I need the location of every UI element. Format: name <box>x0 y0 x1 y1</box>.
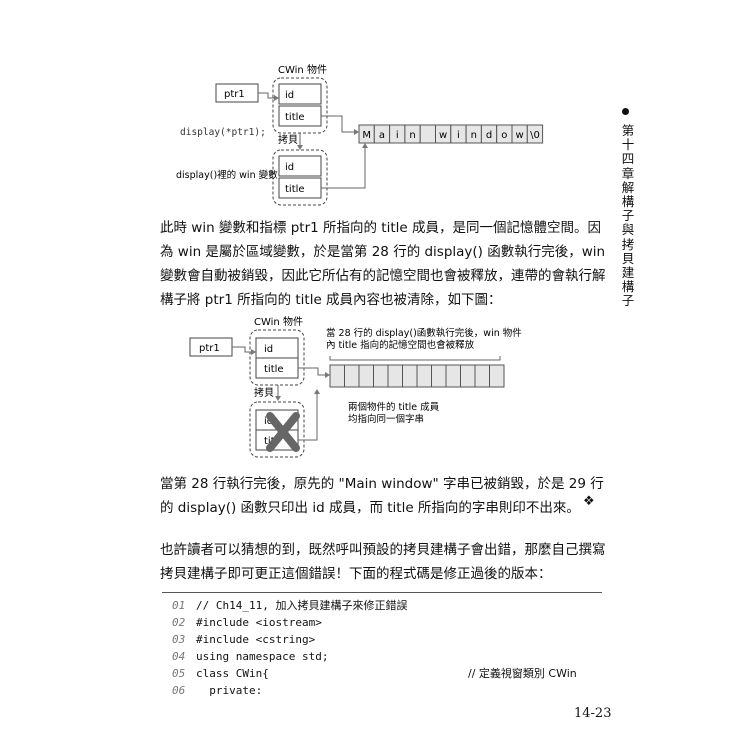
ptr-label: ptr1 <box>224 89 245 100</box>
code-text: #include <cstring> <box>196 633 316 646</box>
end-symbol: ❖ <box>583 494 595 509</box>
string-cell-char: w <box>516 130 524 141</box>
object2-caption: CWin 物件 <box>254 315 303 328</box>
win-id-label: id <box>285 162 294 173</box>
string-cell <box>489 364 505 388</box>
diagram-released-memory: CWin 物件 id title ptr1 當 28 行的 display()函… <box>189 315 522 458</box>
ptr2-label: ptr1 <box>199 343 220 354</box>
string-cell <box>344 364 360 388</box>
string-cell <box>373 364 389 388</box>
string-cell-char: o <box>501 130 507 141</box>
string-cell-char: n <box>471 130 477 141</box>
line-number: 04 <box>172 650 186 663</box>
code-text: using namespace std; <box>196 650 329 663</box>
string-cell <box>416 364 432 388</box>
win-title-arrow <box>362 143 368 148</box>
released-cells <box>329 364 505 388</box>
field-title-label: title <box>285 112 305 123</box>
copy-arrow <box>297 145 303 150</box>
copy2-caption: 拷貝 <box>254 386 274 399</box>
release-note-2: 內 title 指向的記憶空間也會被釋放 <box>326 339 475 351</box>
ptr-arrow <box>258 92 277 99</box>
string-cell <box>387 364 403 388</box>
copy2-id-label: id <box>264 416 273 427</box>
object-caption: CWin 物件 <box>278 63 327 76</box>
string-cell-char: i <box>457 130 460 141</box>
string-cell-char: d <box>486 130 492 141</box>
string-cell <box>358 364 374 388</box>
chapter-bullet <box>622 108 629 115</box>
string-cell-char: a <box>379 130 385 141</box>
string-cell <box>329 364 345 388</box>
page-number: 14-23 <box>574 706 612 721</box>
string-cell-char: \0 <box>530 130 540 141</box>
obj2-id-label: id <box>264 344 273 355</box>
win-caption: display()裡的 win 變數 <box>176 169 278 181</box>
paragraph-1: 此時 win 變數和指標 ptr1 所指向的 title 成員，是同一個記憶體空… <box>160 220 606 308</box>
obj2-title-label: title <box>264 364 284 375</box>
string-cell-char: i <box>396 130 399 141</box>
release-note-1: 當 28 行的 display()函數執行完後，win 物件 <box>326 327 522 339</box>
code-text: // Ch14_11, 加入拷貝建構子來修正錯誤 <box>196 599 408 612</box>
code-text: #include <iostream> <box>196 616 322 629</box>
code-text: class CWin{ <box>196 667 269 680</box>
code-listing: 01 // Ch14_11, 加入拷貝建構子來修正錯誤 02 #include <i… <box>162 592 602 699</box>
string-cell <box>474 364 490 388</box>
code-line: 06 private: <box>162 682 602 699</box>
line-number: 06 <box>172 684 186 697</box>
paragraph-2: 當第 28 行執行完後，原先的 "Main window" 字串已被銷毀，於是 … <box>160 476 604 516</box>
share-note-1: 兩個物件的 title 成員 <box>348 401 440 413</box>
string-cell <box>402 364 418 388</box>
code-line: 03 #include <cstring> <box>162 631 602 648</box>
string-cell <box>445 364 461 388</box>
destroyed-x-icon <box>266 412 300 452</box>
chapter-tab: 第十四章 解構子與拷貝建構子 <box>621 123 635 309</box>
diagram-shared-memory: CWin 物件 id title ptr1 display(*ptr1); 拷貝… <box>176 63 544 206</box>
win-outline <box>272 149 328 206</box>
line-number: 01 <box>172 599 186 612</box>
code-text: private: <box>196 684 263 697</box>
string-cell-char: n <box>409 130 415 141</box>
field-id-box <box>278 83 322 105</box>
line-number: 02 <box>172 616 186 629</box>
line-number: 03 <box>172 633 186 646</box>
share-note-2: 均指向同一個字串 <box>348 413 424 425</box>
display-call: display(*ptr1); <box>180 127 266 138</box>
code-line: 04 using namespace std; <box>162 648 602 665</box>
code-line: 01 // Ch14_11, 加入拷貝建構子來修正錯誤 <box>162 597 602 614</box>
string-cell <box>460 364 476 388</box>
string-cell <box>431 364 447 388</box>
line-number: 05 <box>172 667 186 680</box>
code-line: 05 class CWin{ // 定義視窗類別 CWin <box>162 665 602 682</box>
string-cell <box>526 124 544 144</box>
copy-caption: 拷貝 <box>278 133 298 146</box>
field-id-label: id <box>285 90 294 101</box>
title-arrow <box>354 129 359 135</box>
code-line: 02 #include <iostream> <box>162 614 602 631</box>
string-cell <box>419 124 437 144</box>
win-title-label: title <box>285 184 305 195</box>
code-comment: // 定義視窗類別 CWin <box>468 667 577 680</box>
string-cell-char: M <box>362 130 371 141</box>
paragraph-3: 也許讀者可以猜想的到，既然呼叫預設的拷貝建構子會出錯，那麼自己撰寫拷貝建構子即可… <box>160 542 606 582</box>
string-cell-char: w <box>439 130 447 141</box>
